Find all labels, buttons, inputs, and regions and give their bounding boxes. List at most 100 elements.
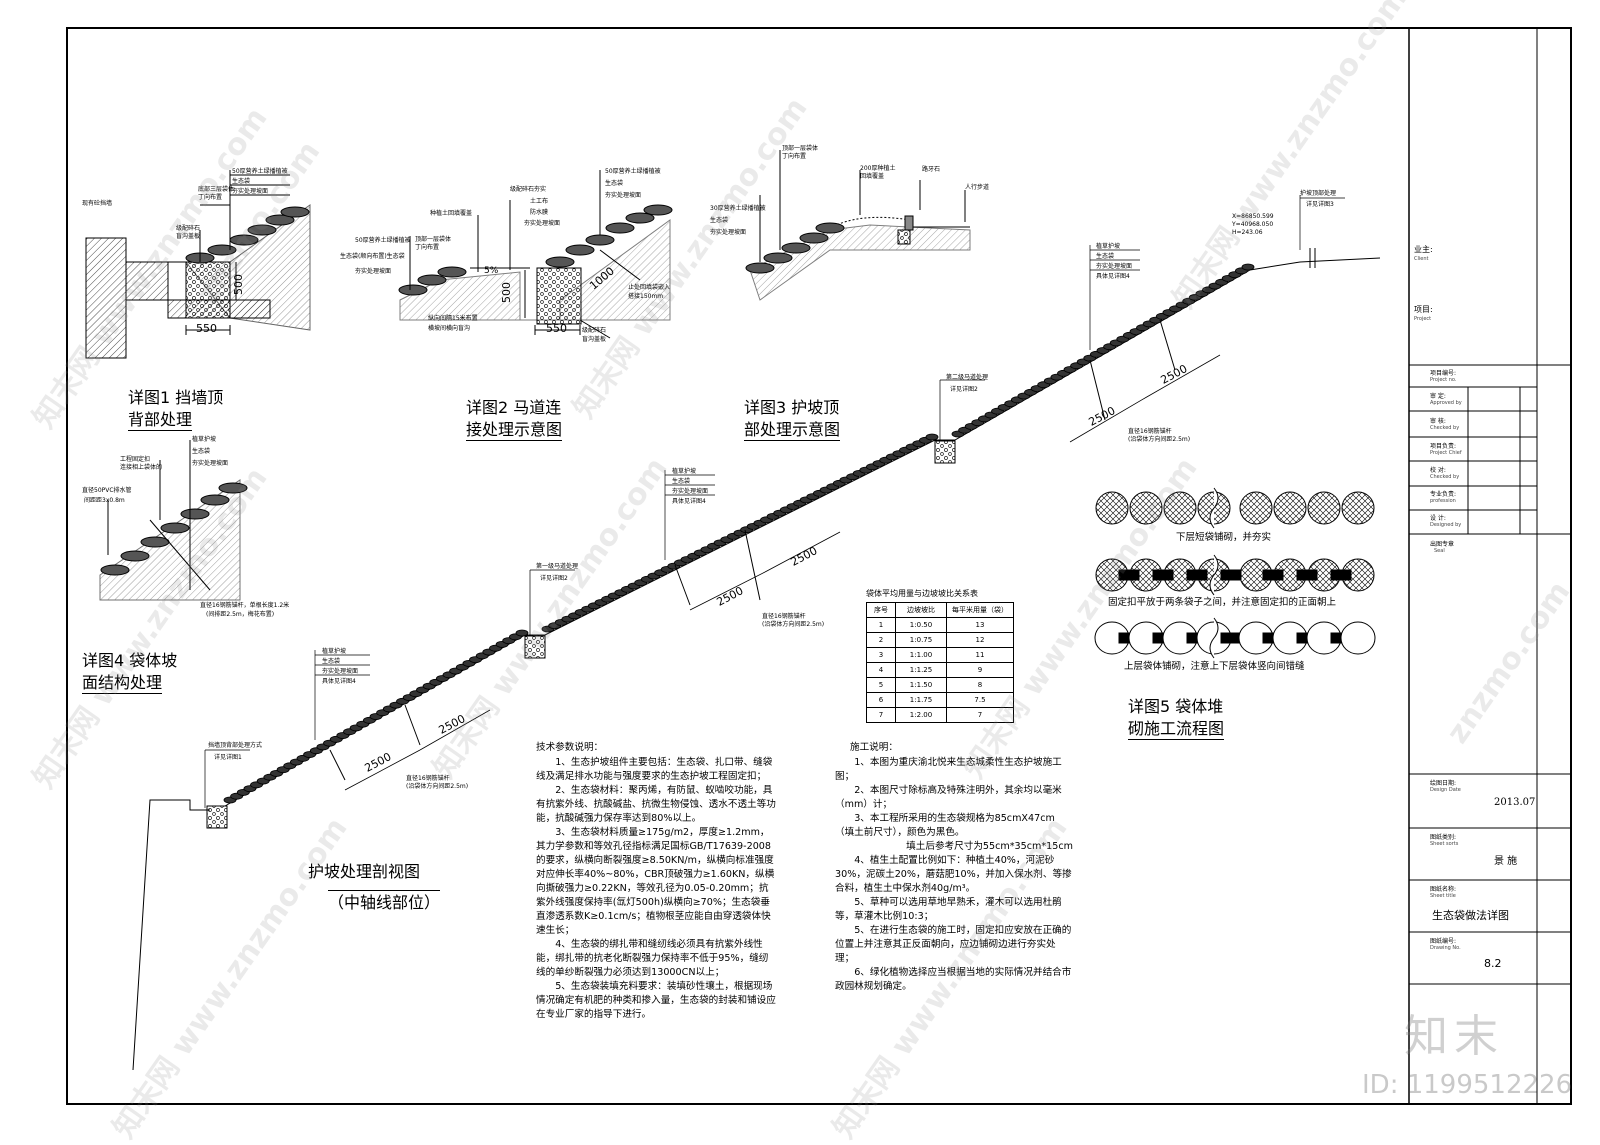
d5-bag [1129,491,1163,525]
section-anchor3-1: 直径16钢筋锚杆 [1128,428,1172,435]
ratio-table-cell: 1:2.00 [895,707,947,723]
d2-slope: 5% [484,266,499,276]
section-callout3-2: 生态袋 [1096,253,1115,260]
tech-note-4: 4、生态袋的绑扎带和缝纫线必须具有抗紫外线性能，绑扎带的抗老化断裂强力保持率不低… [536,939,769,978]
construction-note-3: 3、本工程所采用的生态袋规格为85cmX47cm（填土前尺寸），颜色为黑色。 [835,813,1055,838]
d5-bag [1341,491,1375,525]
section-anchor2-1: 直径16钢筋锚杆 [762,613,806,620]
section-anchor1-2: (沿袋体方向间距2.5m) [406,783,469,790]
section-callout2-3: 夯实处理坡面 [672,488,709,495]
section-berm1-2: 详见详图2 [540,575,568,582]
d5-title-line2: 砌施工流程图 [1128,719,1225,740]
ratio-table-cell: 7 [866,707,896,723]
construction-notes-list: 1、本图为重庆渝北悦来生态城柔性生态护坡施工图； 2、本图尺寸除标高及特殊注明外… [835,756,1073,994]
tech-notes-heading: 技术参数说明： [536,742,604,753]
d1-title-line1: 详图1 挡墙顶 [128,388,224,407]
section-callout2-4: 具体见详图4 [672,498,706,505]
section-anchor3-2: (沿袋体方向间距2.5m) [1128,436,1191,443]
detail-3-drawing [745,150,971,301]
ratio-table-cell: 1:1.50 [895,677,947,693]
ratio-th-usage: 每平米用量（袋） [946,602,1014,618]
section-berm2-2: 详见详图2 [950,386,978,393]
tb-sort-sub: Sheet sorts [1430,841,1459,847]
d2-label-cover-bottom: 盲沟盖板 [582,336,607,343]
section-callout3-1: 植草护坡 [1096,243,1121,250]
d5-bag [1273,491,1307,525]
tb-row-6-label: 专业负责: [1430,491,1457,498]
d4-label-grass: 植草护坡 [192,436,217,443]
d2-label-gravel: 级配碎石夯实 [510,186,547,193]
d3-label-200-soil: 200厚种植土 [860,165,896,172]
d1-label-wall: 现有砼挡墙 [82,200,113,207]
d3-label-top-bag: 顶部一层袋体 [782,145,819,152]
ratio-table-cell: 1:1.00 [895,647,947,663]
tb-owner-label: 业主: [1414,245,1433,254]
d4-label-fastener: 工程固定扣 [120,456,151,463]
d4-label-bag: 生态袋 [192,448,211,455]
main-section-bags [223,263,1255,804]
d1-label-bottom-bags: 底部三层袋体 [198,186,235,193]
tb-row-4-label: 项目负责: [1430,443,1457,450]
d4-label-connect: 连接相上袋体的 [120,464,163,471]
construction-note-5: 5、草种可以选用草地早熟禾，灌木可以选用杜鹃等，草灌木比例10:3； [835,897,1062,922]
ratio-table-cell: 1 [866,617,896,633]
tb-row-7-sub: Designed by [1430,522,1462,528]
d2-label-compacted-right: 夯实处理坡面 [605,192,642,199]
watermark-id: ID: 1199512226 [1362,1070,1573,1100]
construction-note-4: 4、植生土配置比例如下：种植土40%，河泥砂30%，泥碳土20%，蘑菇肥10%，… [835,855,1072,894]
tb-row-1-sub: Project no. [1430,377,1457,383]
d2-title-line1: 详图2 马道连 [466,398,562,417]
tb-row-3-label: 审 核: [1430,418,1446,425]
d4-label-pvc: 直径50PVC排水管 [82,487,132,494]
d2-label-membrane: 防水膜 [530,209,549,216]
tb-row-5-label: 校 对: [1430,467,1446,474]
section-coord-x: X=86850.599 [1232,213,1274,220]
tb-row-5-sub: Checked by [1430,474,1460,480]
d1-label-orientation: 丁向布置 [198,194,223,201]
ratio-table-cell: 1:1.25 [895,662,947,678]
section-title: 护坡处理剖视图 [308,862,421,881]
ratio-table-header: 序号 边坡坡比 每平米用量（袋） [866,602,1014,618]
section-anchor2-2: (沿袋体方向间距2.5m) [762,621,825,628]
d2-title-line2: 接处理示意图 [466,420,563,441]
d2-label-embed: 止处回填袋嵌入 [628,284,671,291]
d2-label-orient: 丁向布置 [415,244,440,251]
title-block-lines [1409,364,1571,985]
d2-label-drain: 横坡间横向盲沟 [428,325,471,332]
d2-dim-500: 500 [500,282,513,303]
d5-bag [1340,621,1376,655]
d1-label-cover: 盲沟盖板 [176,233,201,240]
d5-bag [1239,491,1273,525]
tb-row-3-sub: Checked by [1430,425,1460,431]
d5-bag [1307,491,1341,525]
d2-label-compacted-mid: 夯实处理坡面 [524,220,561,227]
d4-label-compacted: 夯实处理坡面 [192,460,229,467]
d2-label-gravel-bottom: 级配碎石 [582,327,607,334]
d3-label-compacted: 夯实处理坡面 [710,229,747,236]
construction-notes-heading: 施工说明： [850,742,898,753]
d5-caption-1: 下层短袋铺砌，并夯实 [1176,532,1272,543]
tb-owner-sub: Client [1414,256,1429,262]
tb-sort-value: 景 施 [1494,856,1518,867]
d4-title-line2: 面结构处理 [82,673,163,694]
ratio-table-cell: 2 [866,632,896,648]
ratio-table-cell: 1:0.75 [895,632,947,648]
detail-1-drawing [85,170,311,359]
tb-row-2-label: 审 定: [1430,393,1446,400]
d3-label-backfill: 回填覆盖 [860,173,885,180]
section-label-bottom-1: 挡墙顶背部处理方式 [208,742,263,749]
ratio-table-cell: 9 [946,662,1014,678]
section-coord-y: Y=40968.050 [1232,221,1274,228]
tb-sort-label: 图纸类别: [1430,834,1457,841]
section-berm1-1: 第一级马道处理 [536,563,579,570]
tb-no-label: 图纸编号: [1430,938,1457,945]
section-callout3-3: 夯实处理坡面 [1096,263,1133,270]
tech-note-1: 1、生态护坡组件主要包括：生态袋、扎口带、缝袋线及满足排水功能与强度要求的生态护… [536,757,773,782]
